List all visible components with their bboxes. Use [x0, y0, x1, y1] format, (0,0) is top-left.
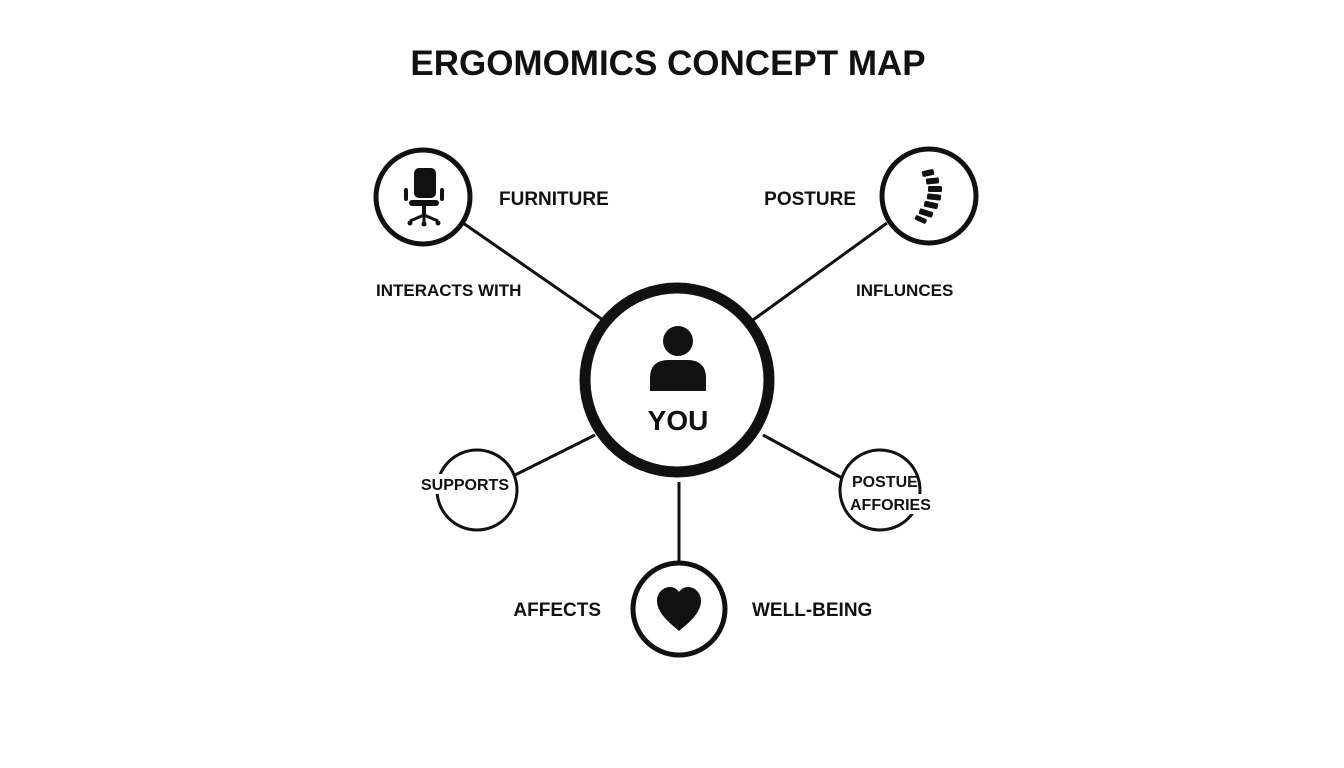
posture-label: POSTURE: [764, 189, 856, 210]
heart-icon: [657, 587, 701, 631]
office-chair-icon: [404, 168, 444, 227]
node-postue-affories: POSTUE AFFORIES: [838, 448, 940, 532]
node-well-being: AFFECTS WELL-BEING: [513, 560, 872, 658]
furniture-label: FURNITURE: [499, 189, 609, 210]
node-you: YOU: [579, 282, 775, 478]
diagram-title: ERGOMOMICS CONCEPT MAP: [410, 44, 925, 83]
node-supports: SUPPORTS: [416, 448, 519, 532]
person-icon: [650, 326, 706, 391]
edge-you-postue-affories: [762, 433, 843, 480]
postue-affories-line1: POSTUE: [852, 474, 918, 491]
connector-lines: [462, 221, 888, 561]
affects-label: AFFECTS: [513, 600, 601, 621]
influnces-label: INFLUNCES: [856, 281, 953, 300]
well-being-label: WELL-BEING: [752, 600, 872, 621]
node-posture: POSTURE: [764, 146, 979, 246]
you-label: YOU: [648, 405, 709, 436]
edge-you-posture: [752, 221, 888, 322]
supports-label: SUPPORTS: [421, 477, 509, 494]
edge-you-furniture: [462, 221, 604, 322]
edge-you-supports: [514, 433, 596, 477]
interacts-with-label: INTERACTS WITH: [376, 281, 521, 300]
node-furniture: FURNITURE: [373, 147, 609, 247]
postue-affories-line2: AFFORIES: [850, 497, 931, 514]
spine-icon: [914, 169, 942, 224]
